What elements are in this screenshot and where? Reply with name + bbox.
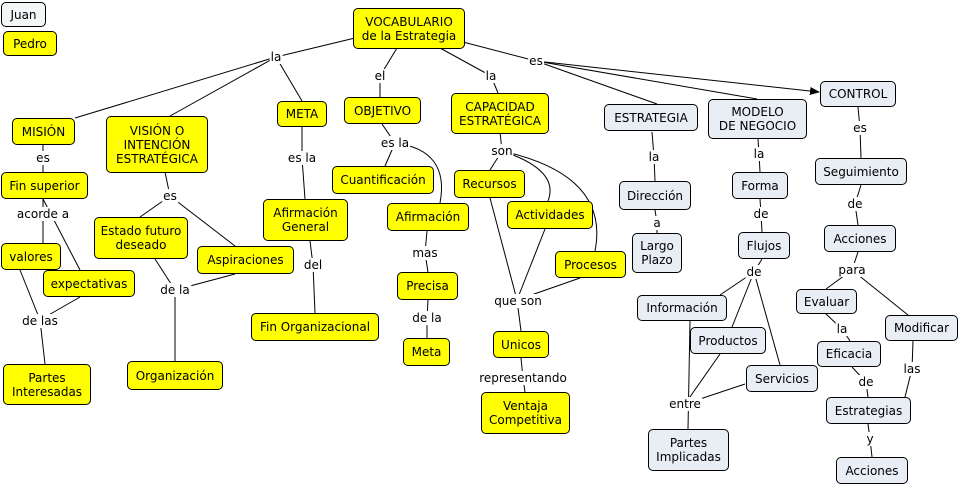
link-label-la: la <box>269 50 283 64</box>
link-label-es-control: es <box>852 121 868 135</box>
node-mision[interactable]: MISIÓN <box>12 118 75 145</box>
node-capacidad[interactable]: CAPACIDAD ESTRATÉGICA <box>451 93 549 134</box>
node-acciones[interactable]: Acciones <box>824 225 896 252</box>
link-label-entre: entre <box>668 397 702 411</box>
link-label-del: del <box>302 258 324 272</box>
legend-pedro: Pedro <box>3 31 57 56</box>
link-label-es-vision: es <box>162 189 178 203</box>
link-label-de-la-vision: de la <box>159 283 191 297</box>
node-estado-futuro[interactable]: Estado futuro deseado <box>94 217 188 259</box>
node-recursos[interactable]: Recursos <box>454 170 525 198</box>
node-vision[interactable]: VISIÓN O INTENCIÓN ESTRATÉGICA <box>106 116 208 173</box>
node-informacion[interactable]: Información <box>637 295 727 321</box>
link-label-la-capacidad: la <box>484 69 498 83</box>
link-label-de-seguimiento: de <box>846 197 864 211</box>
node-flujos[interactable]: Flujos <box>738 232 790 259</box>
node-fin-superior[interactable]: Fin superior <box>1 172 88 199</box>
node-precisa[interactable]: Precisa <box>397 272 458 300</box>
link-label-a: a <box>652 216 662 230</box>
link-label-representando: representando <box>478 371 568 385</box>
link-label-y: y <box>865 432 875 446</box>
node-acciones-2[interactable]: Acciones <box>836 457 908 484</box>
node-unicos[interactable]: Unicos <box>493 331 549 358</box>
link-label-la-estrategia: la <box>647 150 661 164</box>
node-estrategia[interactable]: ESTRATEGIA <box>604 104 698 131</box>
node-largo-plazo[interactable]: Largo Plazo <box>632 233 682 273</box>
node-modificar[interactable]: Modificar <box>885 315 958 341</box>
node-forma[interactable]: Forma <box>732 172 788 199</box>
link-label-para: para <box>837 263 867 277</box>
link-label-las: las <box>902 362 922 376</box>
link-label-el: el <box>373 69 387 83</box>
node-seguimiento[interactable]: Seguimiento <box>815 158 907 185</box>
link-label-de-flujos: de <box>745 265 763 279</box>
node-procesos[interactable]: Procesos <box>555 251 626 278</box>
node-afirmacion-general[interactable]: Afirmación General <box>263 199 348 241</box>
node-control[interactable]: CONTROL <box>820 81 896 107</box>
link-label-de-la-objetivo: de la <box>411 311 443 325</box>
node-fin-organizacional[interactable]: Fin Organizacional <box>251 313 379 341</box>
link-label-mas: mas <box>411 246 439 260</box>
node-modelo[interactable]: MODELO DE NEGOCIO <box>708 99 807 139</box>
node-meta-2[interactable]: Meta <box>403 338 450 366</box>
node-valores[interactable]: valores <box>1 243 61 270</box>
link-label-de-eficacia: de <box>857 375 875 389</box>
node-eficacia[interactable]: Eficacia <box>817 341 881 367</box>
link-label-que-son: que son <box>493 294 543 308</box>
legend-juan: Juan <box>1 2 46 27</box>
node-vocabulario[interactable]: VOCABULARIO de la Estrategia <box>353 8 465 49</box>
link-label-es-la-objetivo: es la <box>379 136 411 150</box>
link-label-son: son <box>490 144 514 158</box>
node-meta[interactable]: META <box>277 101 327 127</box>
node-productos[interactable]: Productos <box>690 327 766 354</box>
link-label-la-evaluar: la <box>835 322 849 336</box>
node-actividades[interactable]: Actividades <box>507 201 593 229</box>
node-evaluar[interactable]: Evaluar <box>796 289 857 314</box>
node-ventaja[interactable]: Ventaja Competitiva <box>481 392 570 434</box>
node-estrategias[interactable]: Estrategias <box>826 397 911 424</box>
node-expectativas[interactable]: expectativas <box>43 270 135 297</box>
link-label-acorde-a: acorde a <box>15 207 71 221</box>
node-partes-implicadas[interactable]: Partes Implicadas <box>648 429 729 471</box>
link-label-es-mision: es <box>35 151 51 165</box>
node-servicios[interactable]: Servicios <box>746 365 818 392</box>
node-organizacion[interactable]: Organización <box>127 361 223 390</box>
node-aspiraciones[interactable]: Aspiraciones <box>197 246 294 274</box>
node-partes-interesadas[interactable]: Partes Interesadas <box>3 364 91 405</box>
node-afirmacion[interactable]: Afirmación <box>387 203 469 231</box>
link-label-es-la-meta: es la <box>286 151 318 165</box>
node-cuantificacion[interactable]: Cuantificación <box>332 166 434 194</box>
link-label-de-las: de las <box>21 314 59 328</box>
link-label-es: es <box>528 54 544 68</box>
node-direccion[interactable]: Dirección <box>619 181 691 210</box>
link-label-de-forma: de <box>752 207 770 221</box>
link-label-la-modelo: la <box>752 147 766 161</box>
node-objetivo[interactable]: OBJETIVO <box>344 97 421 124</box>
